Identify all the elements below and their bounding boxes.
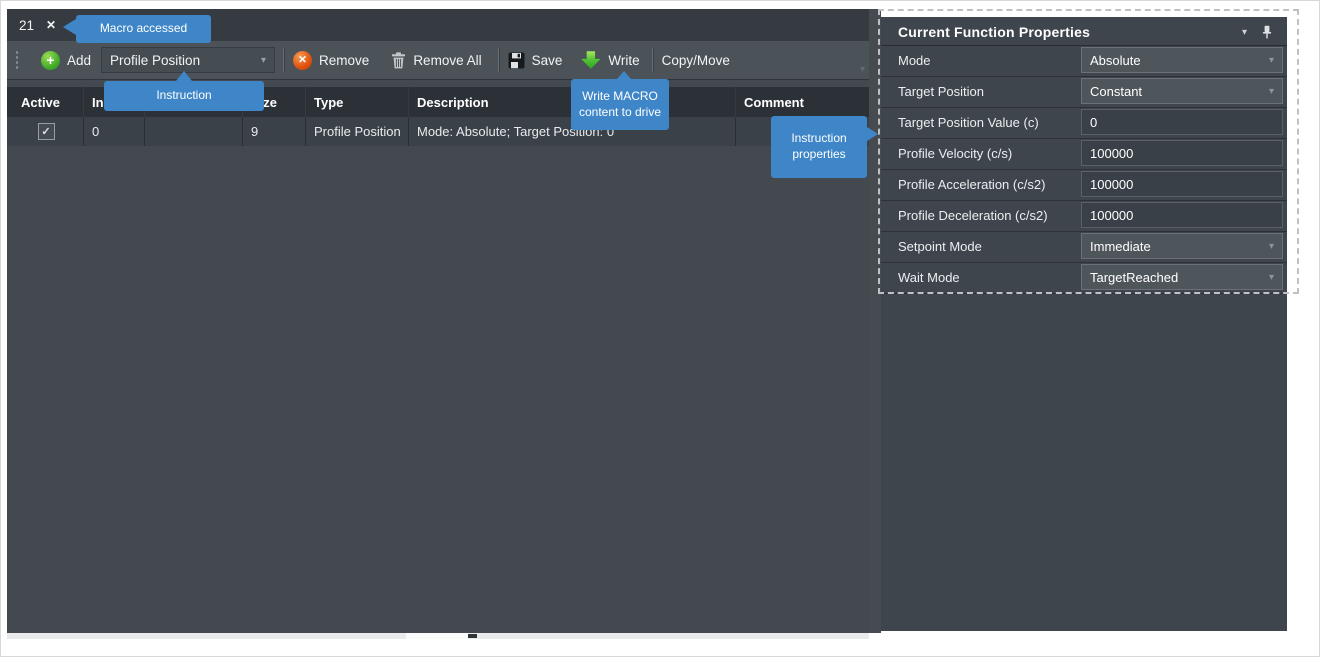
chevron-down-icon: ▾ [1268, 54, 1274, 66]
write-button[interactable]: Write [580, 51, 640, 70]
property-row-target-position-value: Target Position Value (c) 0 [881, 107, 1287, 139]
active-checkbox[interactable]: ✓ [37, 123, 55, 140]
callout-instruction-properties: Instruction properties [771, 116, 867, 178]
property-row-profile-deceleration: Profile Deceleration (c/s2) 100000 [881, 200, 1287, 232]
cell-index: 0 [84, 117, 145, 146]
save-button[interactable]: Save [508, 52, 563, 69]
trash-icon [391, 51, 406, 69]
annotation-dashed-outline [878, 9, 1299, 294]
property-label: Profile Deceleration (c/s2) [898, 208, 1048, 223]
cell-active: ✓ [9, 117, 84, 146]
property-label: Wait Mode [898, 270, 960, 285]
toolbar-separator [497, 48, 500, 72]
property-label: Target Position Value (c) [898, 115, 1039, 130]
remove-button[interactable]: ✕ Remove [293, 50, 370, 70]
panel-pin-icon[interactable] [1261, 25, 1273, 39]
callout-macro-accessed: Macro accessed [76, 15, 211, 43]
toolbar-grip-handle[interactable] [15, 50, 19, 70]
toolbar-separator [651, 48, 654, 72]
input-value: 0 [1090, 114, 1098, 130]
remove-all-button[interactable]: Remove All [391, 51, 482, 69]
panel-collapse-chevron-icon[interactable]: ▾ [1241, 26, 1247, 38]
callout-instruction-properties-arrow [867, 127, 878, 141]
cell-type: Profile Position [306, 117, 409, 146]
write-button-label: Write [608, 52, 640, 68]
profile-velocity-input[interactable]: 100000 [1081, 140, 1283, 166]
copy-move-button[interactable]: Copy/Move [662, 53, 730, 68]
input-value: 100000 [1090, 145, 1134, 161]
property-row-mode: Mode Absolute ▾ [881, 45, 1287, 77]
horizontal-scrollbar[interactable] [7, 633, 869, 639]
tab-macro-21[interactable]: 21 ✕ [9, 9, 66, 41]
target-position-value-input[interactable]: 0 [1081, 109, 1283, 135]
horizontal-scrollbar-thumb[interactable] [406, 633, 468, 639]
property-label: Profile Acceleration (c/s2) [898, 177, 1046, 192]
property-label: Target Position [898, 84, 984, 99]
property-row-profile-velocity: Profile Velocity (c/s) 100000 [881, 138, 1287, 170]
property-label: Mode [898, 53, 931, 68]
instruction-type-combobox[interactable]: Profile Position ▾ [101, 47, 276, 73]
remove-all-button-label: Remove All [413, 52, 482, 68]
properties-panel-title: Current Function Properties [898, 24, 1091, 40]
column-header-type: Type [306, 87, 409, 117]
column-header-comment: Comment [744, 94, 804, 110]
property-label: Profile Velocity (c/s) [898, 146, 1013, 161]
target-position-dropdown[interactable]: Constant ▾ [1081, 78, 1283, 104]
callout-write-macro: Write MACRO content to drive [571, 79, 669, 130]
profile-acceleration-input[interactable]: 100000 [1081, 171, 1283, 197]
remove-button-label: Remove [319, 52, 370, 68]
property-label: Setpoint Mode [898, 239, 982, 254]
add-button[interactable]: + Add [41, 50, 92, 70]
property-row-target-position: Target Position Constant ▾ [881, 76, 1287, 108]
chevron-down-icon: ▾ [1268, 271, 1274, 283]
callout-write-macro-arrow [617, 71, 631, 79]
chevron-down-icon: ▾ [1268, 85, 1274, 97]
cell-size: 9 [243, 117, 306, 146]
cell-description: Mode: Absolute; Target Position: 0 [409, 117, 736, 146]
cell-hidden [145, 117, 243, 146]
property-row-setpoint-mode: Setpoint Mode Immediate ▾ [881, 231, 1287, 263]
save-button-label: Save [531, 52, 563, 68]
current-function-properties-panel: Current Function Properties ▾ Mode Absol… [881, 17, 1287, 631]
callout-macro-accessed-arrow [63, 19, 76, 35]
mode-dropdown[interactable]: Absolute ▾ [1081, 47, 1283, 73]
column-header-description: Description [409, 87, 736, 117]
wait-mode-dropdown[interactable]: TargetReached ▾ [1081, 264, 1283, 290]
properties-panel-header: Current Function Properties ▾ [881, 19, 1287, 46]
chevron-down-icon: ▾ [1268, 240, 1274, 252]
toolbar-separator [283, 48, 286, 72]
copy-move-button-label: Copy/Move [661, 52, 730, 68]
property-row-profile-acceleration: Profile Acceleration (c/s2) 100000 [881, 169, 1287, 201]
dropdown-value: Immediate [1090, 238, 1151, 254]
setpoint-mode-dropdown[interactable]: Immediate ▾ [1081, 233, 1283, 259]
callout-instruction-arrow [176, 71, 192, 81]
profile-deceleration-input[interactable]: 100000 [1081, 202, 1283, 228]
instruction-combo-value: Profile Position [110, 52, 201, 68]
input-value: 100000 [1090, 176, 1134, 192]
toolbar-overflow-chevron-icon[interactable]: ▾ [859, 64, 865, 75]
remove-cross-icon: ✕ [293, 50, 313, 70]
property-row-wait-mode: Wait Mode TargetReached ▾ [881, 262, 1287, 294]
dropdown-value: Absolute [1090, 52, 1141, 68]
macro-toolbar: + Add Profile Position ▾ ✕ Remove [7, 41, 869, 80]
input-value: 100000 [1090, 207, 1134, 223]
dropdown-value: Constant [1090, 83, 1143, 99]
chevron-down-icon: ▾ [261, 54, 267, 66]
column-header-active: Active [9, 87, 84, 117]
instruction-table-empty-area [7, 146, 869, 633]
add-button-label: Add [67, 52, 92, 68]
scrollbar-resize-marks [468, 634, 477, 638]
add-plus-icon: + [41, 50, 60, 70]
tab-close-icon[interactable]: ✕ [46, 18, 57, 32]
floppy-save-icon [508, 52, 525, 69]
callout-instruction: Instruction [104, 81, 264, 111]
write-download-arrow-icon [581, 51, 601, 69]
tab-label: 21 [19, 17, 35, 33]
dropdown-value: TargetReached [1090, 269, 1179, 285]
instruction-table-row[interactable]: ✓ 0 9 Profile Position Mode: Absolute; T… [7, 117, 869, 146]
